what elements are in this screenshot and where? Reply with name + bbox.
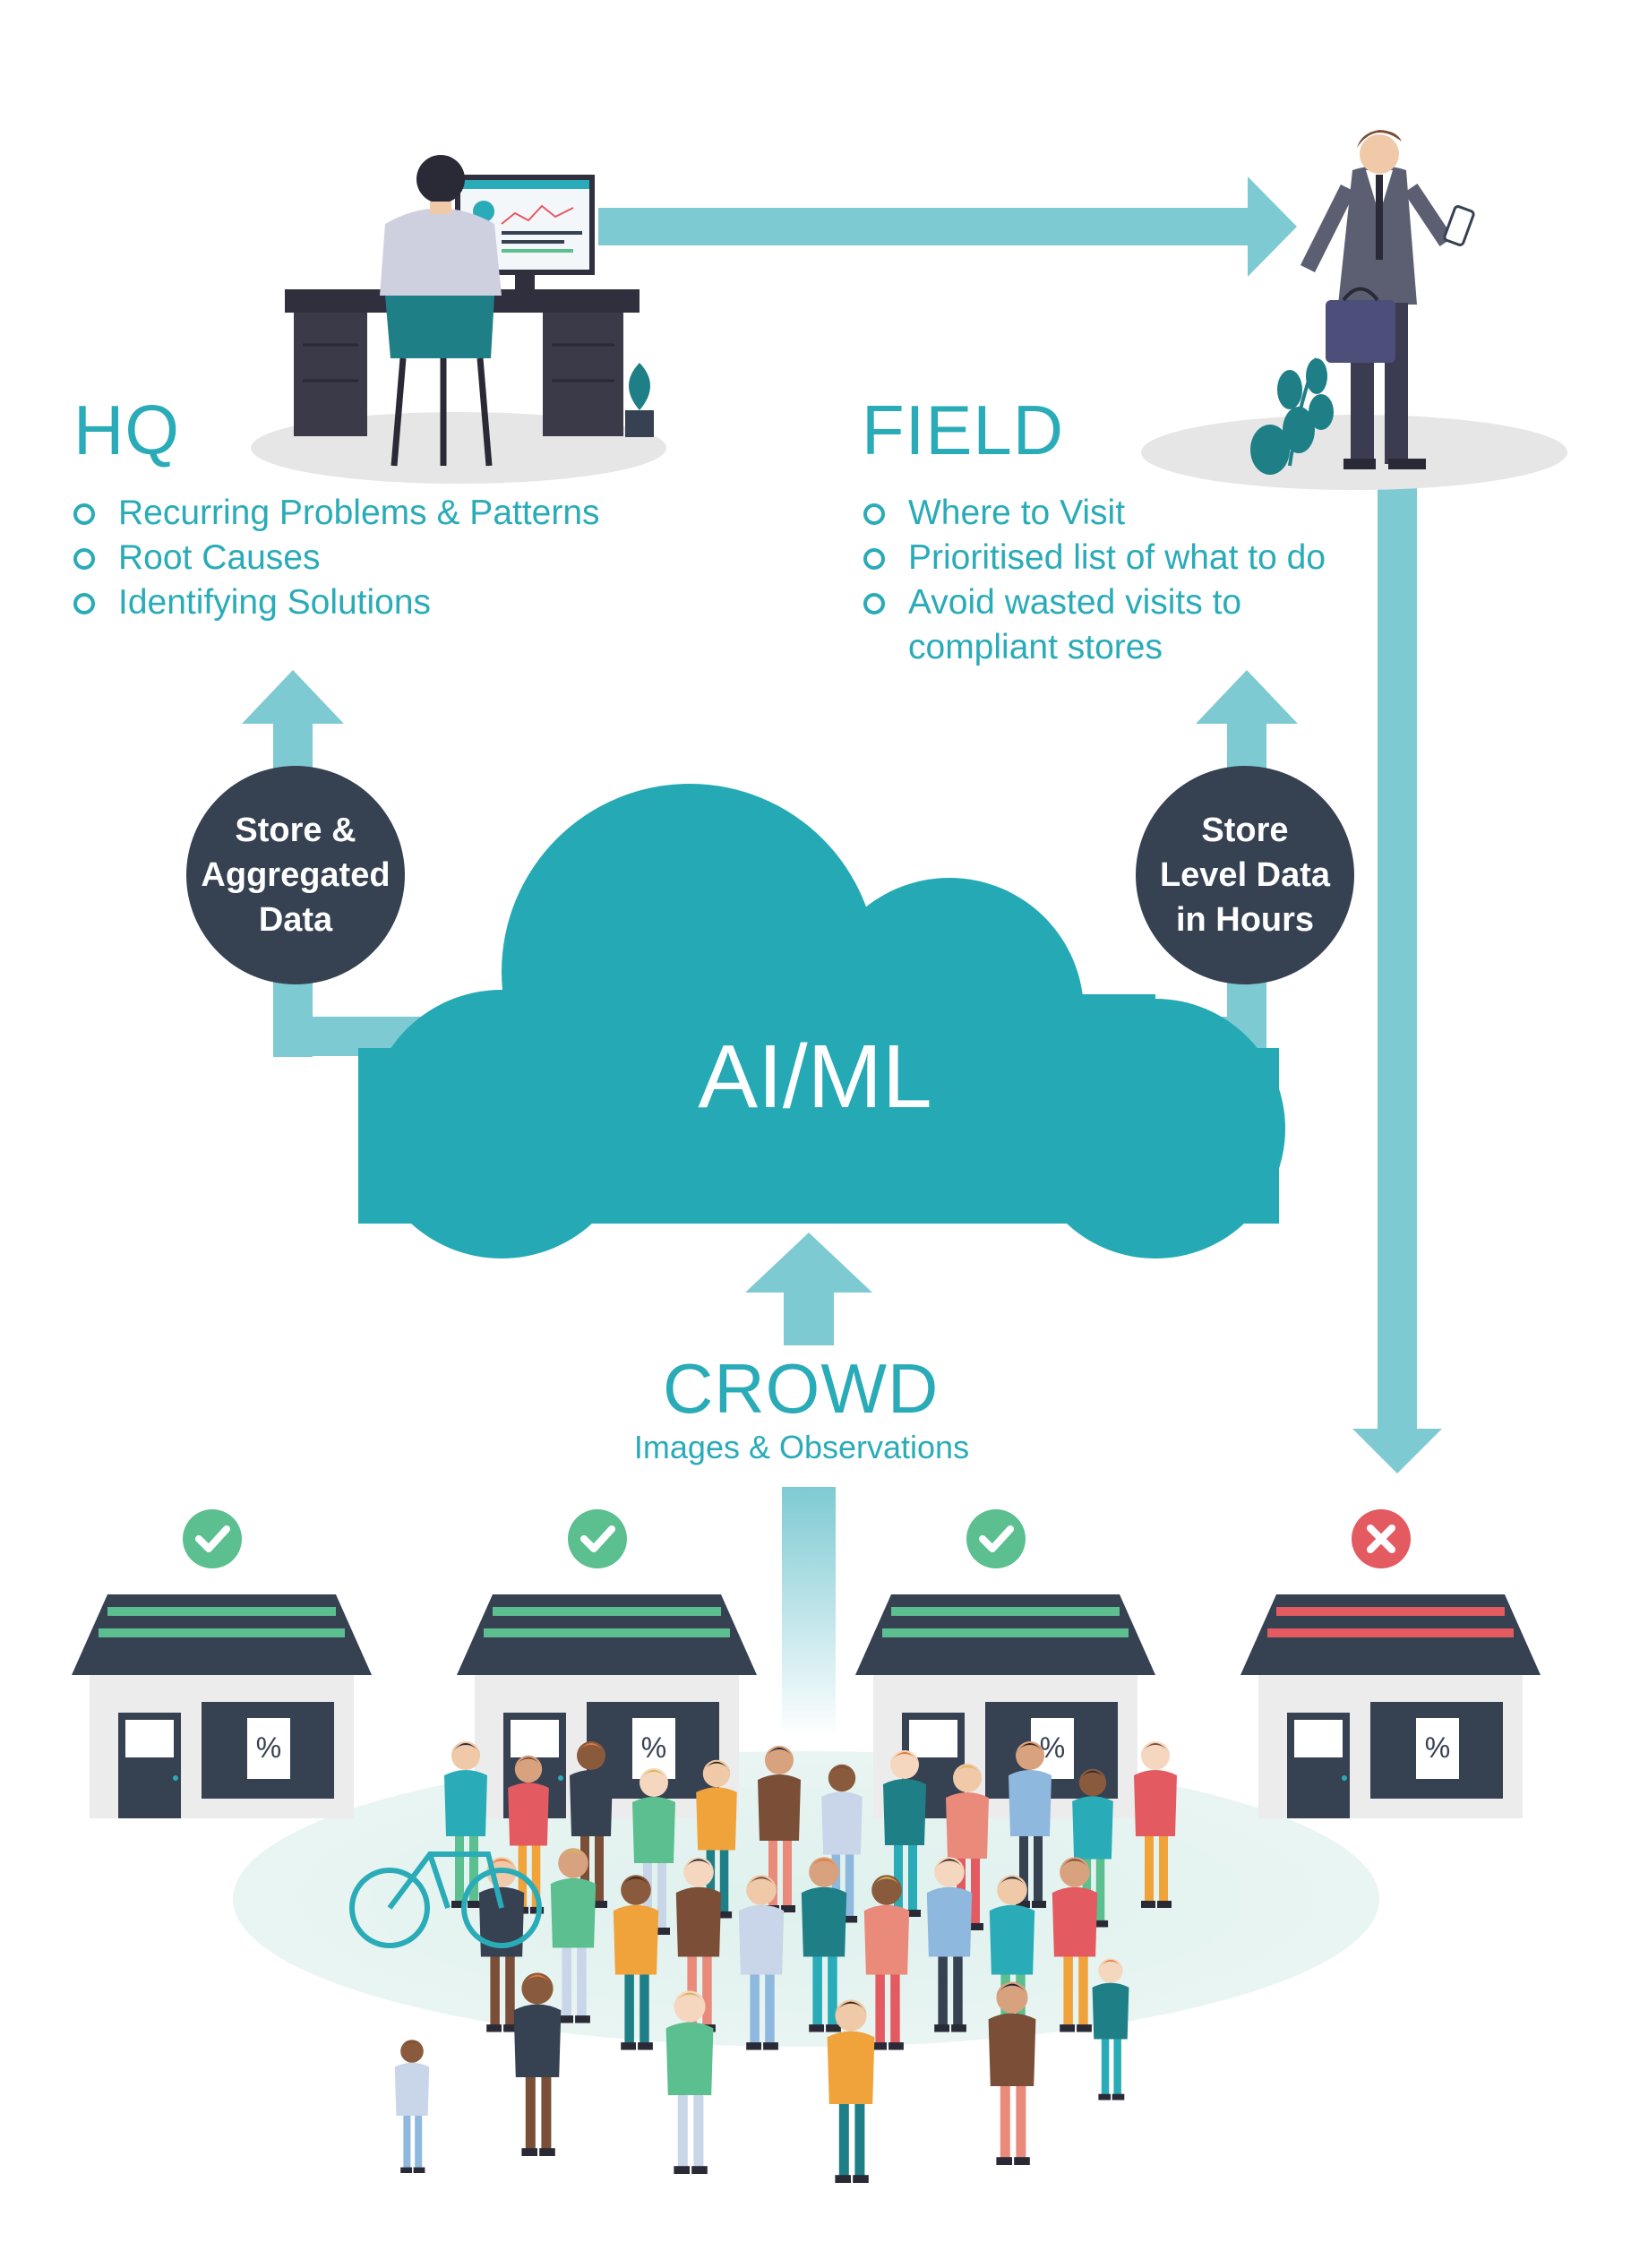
check-icon (568, 1509, 627, 1568)
store-sign: % (1425, 1731, 1450, 1764)
store-level-data-badge: Store Level Data in Hours (1136, 766, 1354, 984)
person (508, 1755, 549, 1914)
person (665, 1990, 714, 2174)
arrow-hq-to-field (598, 176, 1297, 277)
field-list: Where to Visit Prioritised list of what … (862, 491, 1326, 670)
crowd-upload-beam (782, 1487, 836, 1738)
field-item: Where to Visit (862, 491, 1326, 536)
person (444, 1741, 487, 1908)
person (1009, 1741, 1052, 1908)
hq-item: Identifying Solutions (72, 580, 600, 625)
person (926, 1857, 973, 2032)
person (513, 1972, 562, 2156)
hq-item: Root Causes (72, 536, 600, 580)
person (738, 1875, 785, 2050)
person (863, 1875, 910, 2050)
hq-illustration (251, 155, 666, 484)
crowd-subtitle: Images & Observations (633, 1429, 970, 1465)
field-item: Prioritised list of what to do (862, 536, 1326, 580)
hq-item: Recurring Problems & Patterns (72, 491, 600, 536)
store-aggregated-data-badge: Store & Aggregated Data (186, 766, 405, 984)
briefcase-icon (1326, 287, 1395, 363)
person (550, 1848, 597, 2023)
field-title: FIELD (862, 391, 1065, 469)
ai-ml-cloud (358, 784, 1285, 1259)
field-item: Avoid wasted visits to (862, 580, 1326, 625)
plant-icon (1250, 357, 1334, 475)
person (758, 1746, 801, 1912)
person (988, 1981, 1036, 2165)
person (1134, 1741, 1177, 1908)
bicycle-icon (349, 1851, 542, 1948)
phone-icon (1443, 205, 1475, 246)
arrow-field-to-store (1352, 488, 1442, 1473)
check-icon (183, 1509, 242, 1568)
plant-icon (625, 363, 654, 437)
person (1072, 1768, 1113, 1928)
cloud-label: AI/ML (698, 1027, 932, 1127)
field-item-continued: compliant stores (908, 628, 1163, 666)
store-sign: % (256, 1731, 281, 1764)
check-icon (966, 1509, 1026, 1568)
person (827, 1999, 875, 2183)
store-compliant: % (72, 1509, 372, 1818)
store-non-compliant: % (1240, 1509, 1541, 1818)
crowd-title: CROWD (663, 1349, 940, 1428)
person (801, 1857, 847, 2032)
field-illustration (1141, 130, 1567, 490)
hq-list: Recurring Problems & Patterns Root Cause… (72, 491, 600, 625)
person (613, 1875, 659, 2050)
store-sign: % (641, 1731, 666, 1764)
person (394, 2040, 430, 2173)
hq-title: HQ (73, 391, 180, 469)
crowd (394, 1741, 1177, 2183)
cross-icon (1352, 1509, 1411, 1568)
person (821, 1764, 863, 1923)
badge-label: Store Level Data in Hours (1159, 812, 1331, 939)
arrow-crowd-to-cloud (745, 1233, 872, 1345)
badge-label: Store & Aggregated Data (201, 812, 391, 939)
person (946, 1764, 989, 1930)
person (1092, 1958, 1129, 2100)
person (1052, 1857, 1098, 2032)
